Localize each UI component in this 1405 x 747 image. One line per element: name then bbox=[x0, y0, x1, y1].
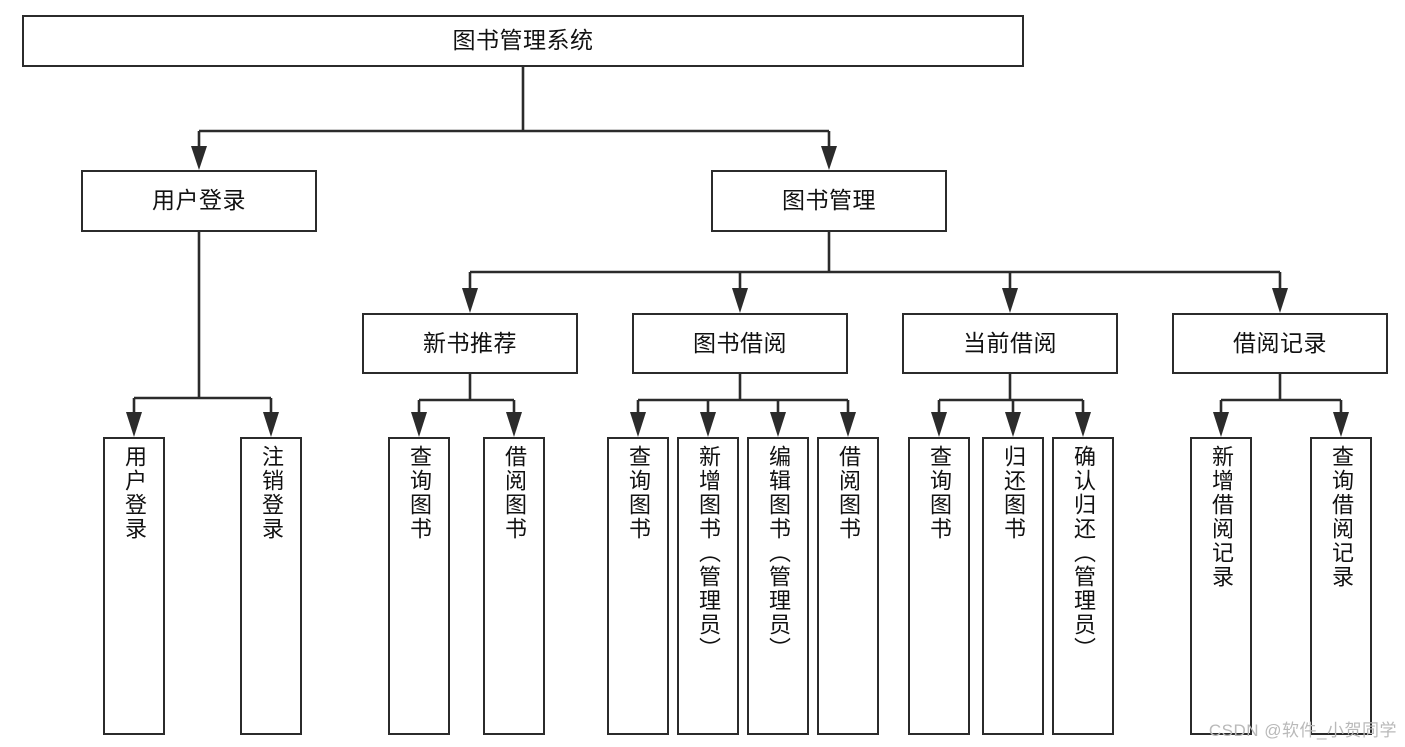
node-leaf-query-book-3[interactable]: 查询图书 bbox=[908, 437, 970, 735]
node-leaf-confirm-return[interactable]: 确认归还（管理员） bbox=[1052, 437, 1114, 735]
watermark-text: CSDN @软件_小贺同学 bbox=[1208, 721, 1397, 740]
arrow-leaf-logout-login bbox=[263, 412, 279, 437]
node-leaf-query-book-2-label: 查询图书 bbox=[626, 445, 651, 541]
node-leaf-user-login-label: 用户登录 bbox=[122, 445, 147, 541]
node-book-manage-label: 图书管理 bbox=[782, 187, 876, 214]
arrow-new-book-recommend bbox=[462, 288, 478, 313]
node-leaf-borrow-book-1-label: 借阅图书 bbox=[502, 445, 527, 541]
node-leaf-query-book-3-label: 查询图书 bbox=[927, 445, 952, 541]
node-root-label: 图书管理系统 bbox=[452, 27, 594, 54]
node-leaf-edit-book[interactable]: 编辑图书（管理员） bbox=[747, 437, 809, 735]
arrow-borrow-record bbox=[1272, 288, 1288, 313]
node-new-book-recommend[interactable]: 新书推荐 bbox=[362, 313, 578, 374]
node-book-borrow[interactable]: 图书借阅 bbox=[632, 313, 848, 374]
node-leaf-logout-login[interactable]: 注销登录 bbox=[240, 437, 302, 735]
arrow-current-borrow bbox=[1002, 288, 1018, 313]
node-leaf-return-book-label: 归还图书 bbox=[1001, 445, 1026, 541]
arrow-leaf-query-book-1 bbox=[411, 412, 427, 437]
node-leaf-borrow-book-2[interactable]: 借阅图书 bbox=[817, 437, 879, 735]
node-leaf-add-book[interactable]: 新增图书（管理员） bbox=[677, 437, 739, 735]
node-leaf-return-book[interactable]: 归还图书 bbox=[982, 437, 1044, 735]
arrow-book-borrow bbox=[732, 288, 748, 313]
node-leaf-query-book-1[interactable]: 查询图书 bbox=[388, 437, 450, 735]
node-leaf-query-record[interactable]: 查询借阅记录 bbox=[1310, 437, 1372, 735]
arrow-leaf-add-book bbox=[700, 412, 716, 437]
arrow-leaf-confirm-return bbox=[1075, 412, 1091, 437]
node-borrow-record-label: 借阅记录 bbox=[1233, 329, 1327, 356]
node-new-book-recommend-label: 新书推荐 bbox=[423, 329, 517, 356]
node-current-borrow[interactable]: 当前借阅 bbox=[902, 313, 1118, 374]
arrow-leaf-borrow-book-2 bbox=[840, 412, 856, 437]
arrow-leaf-add-record bbox=[1213, 412, 1229, 437]
arrow-leaf-return-book bbox=[1005, 412, 1021, 437]
node-user-login-label: 用户登录 bbox=[152, 187, 246, 214]
arrow-user-login bbox=[191, 146, 207, 170]
node-leaf-edit-book-label: 编辑图书（管理员） bbox=[766, 445, 791, 661]
arrow-leaf-user-login bbox=[126, 412, 142, 437]
arrow-leaf-borrow-book-1 bbox=[506, 412, 522, 437]
node-book-manage[interactable]: 图书管理 bbox=[711, 170, 947, 232]
node-root[interactable]: 图书管理系统 bbox=[22, 15, 1024, 67]
node-user-login[interactable]: 用户登录 bbox=[81, 170, 317, 232]
arrow-leaf-query-book-2 bbox=[630, 412, 646, 437]
node-leaf-add-record[interactable]: 新增借阅记录 bbox=[1190, 437, 1252, 735]
node-leaf-query-book-2[interactable]: 查询图书 bbox=[607, 437, 669, 735]
node-leaf-add-record-label: 新增借阅记录 bbox=[1209, 445, 1234, 589]
arrow-leaf-edit-book bbox=[770, 412, 786, 437]
arrow-leaf-query-book-3 bbox=[931, 412, 947, 437]
node-leaf-borrow-book-2-label: 借阅图书 bbox=[836, 445, 861, 541]
node-leaf-user-login[interactable]: 用户登录 bbox=[103, 437, 165, 735]
node-book-borrow-label: 图书借阅 bbox=[693, 329, 787, 356]
arrow-book-manage bbox=[821, 146, 837, 170]
node-borrow-record[interactable]: 借阅记录 bbox=[1172, 313, 1388, 374]
node-leaf-query-book-1-label: 查询图书 bbox=[407, 445, 432, 541]
node-leaf-confirm-return-label: 确认归还（管理员） bbox=[1071, 445, 1096, 661]
node-leaf-add-book-label: 新增图书（管理员） bbox=[696, 445, 721, 661]
arrow-leaf-query-record bbox=[1333, 412, 1349, 437]
node-leaf-query-record-label: 查询借阅记录 bbox=[1329, 445, 1354, 589]
node-current-borrow-label: 当前借阅 bbox=[963, 329, 1057, 356]
node-leaf-logout-login-label: 注销登录 bbox=[259, 445, 284, 541]
node-leaf-borrow-book-1[interactable]: 借阅图书 bbox=[483, 437, 545, 735]
